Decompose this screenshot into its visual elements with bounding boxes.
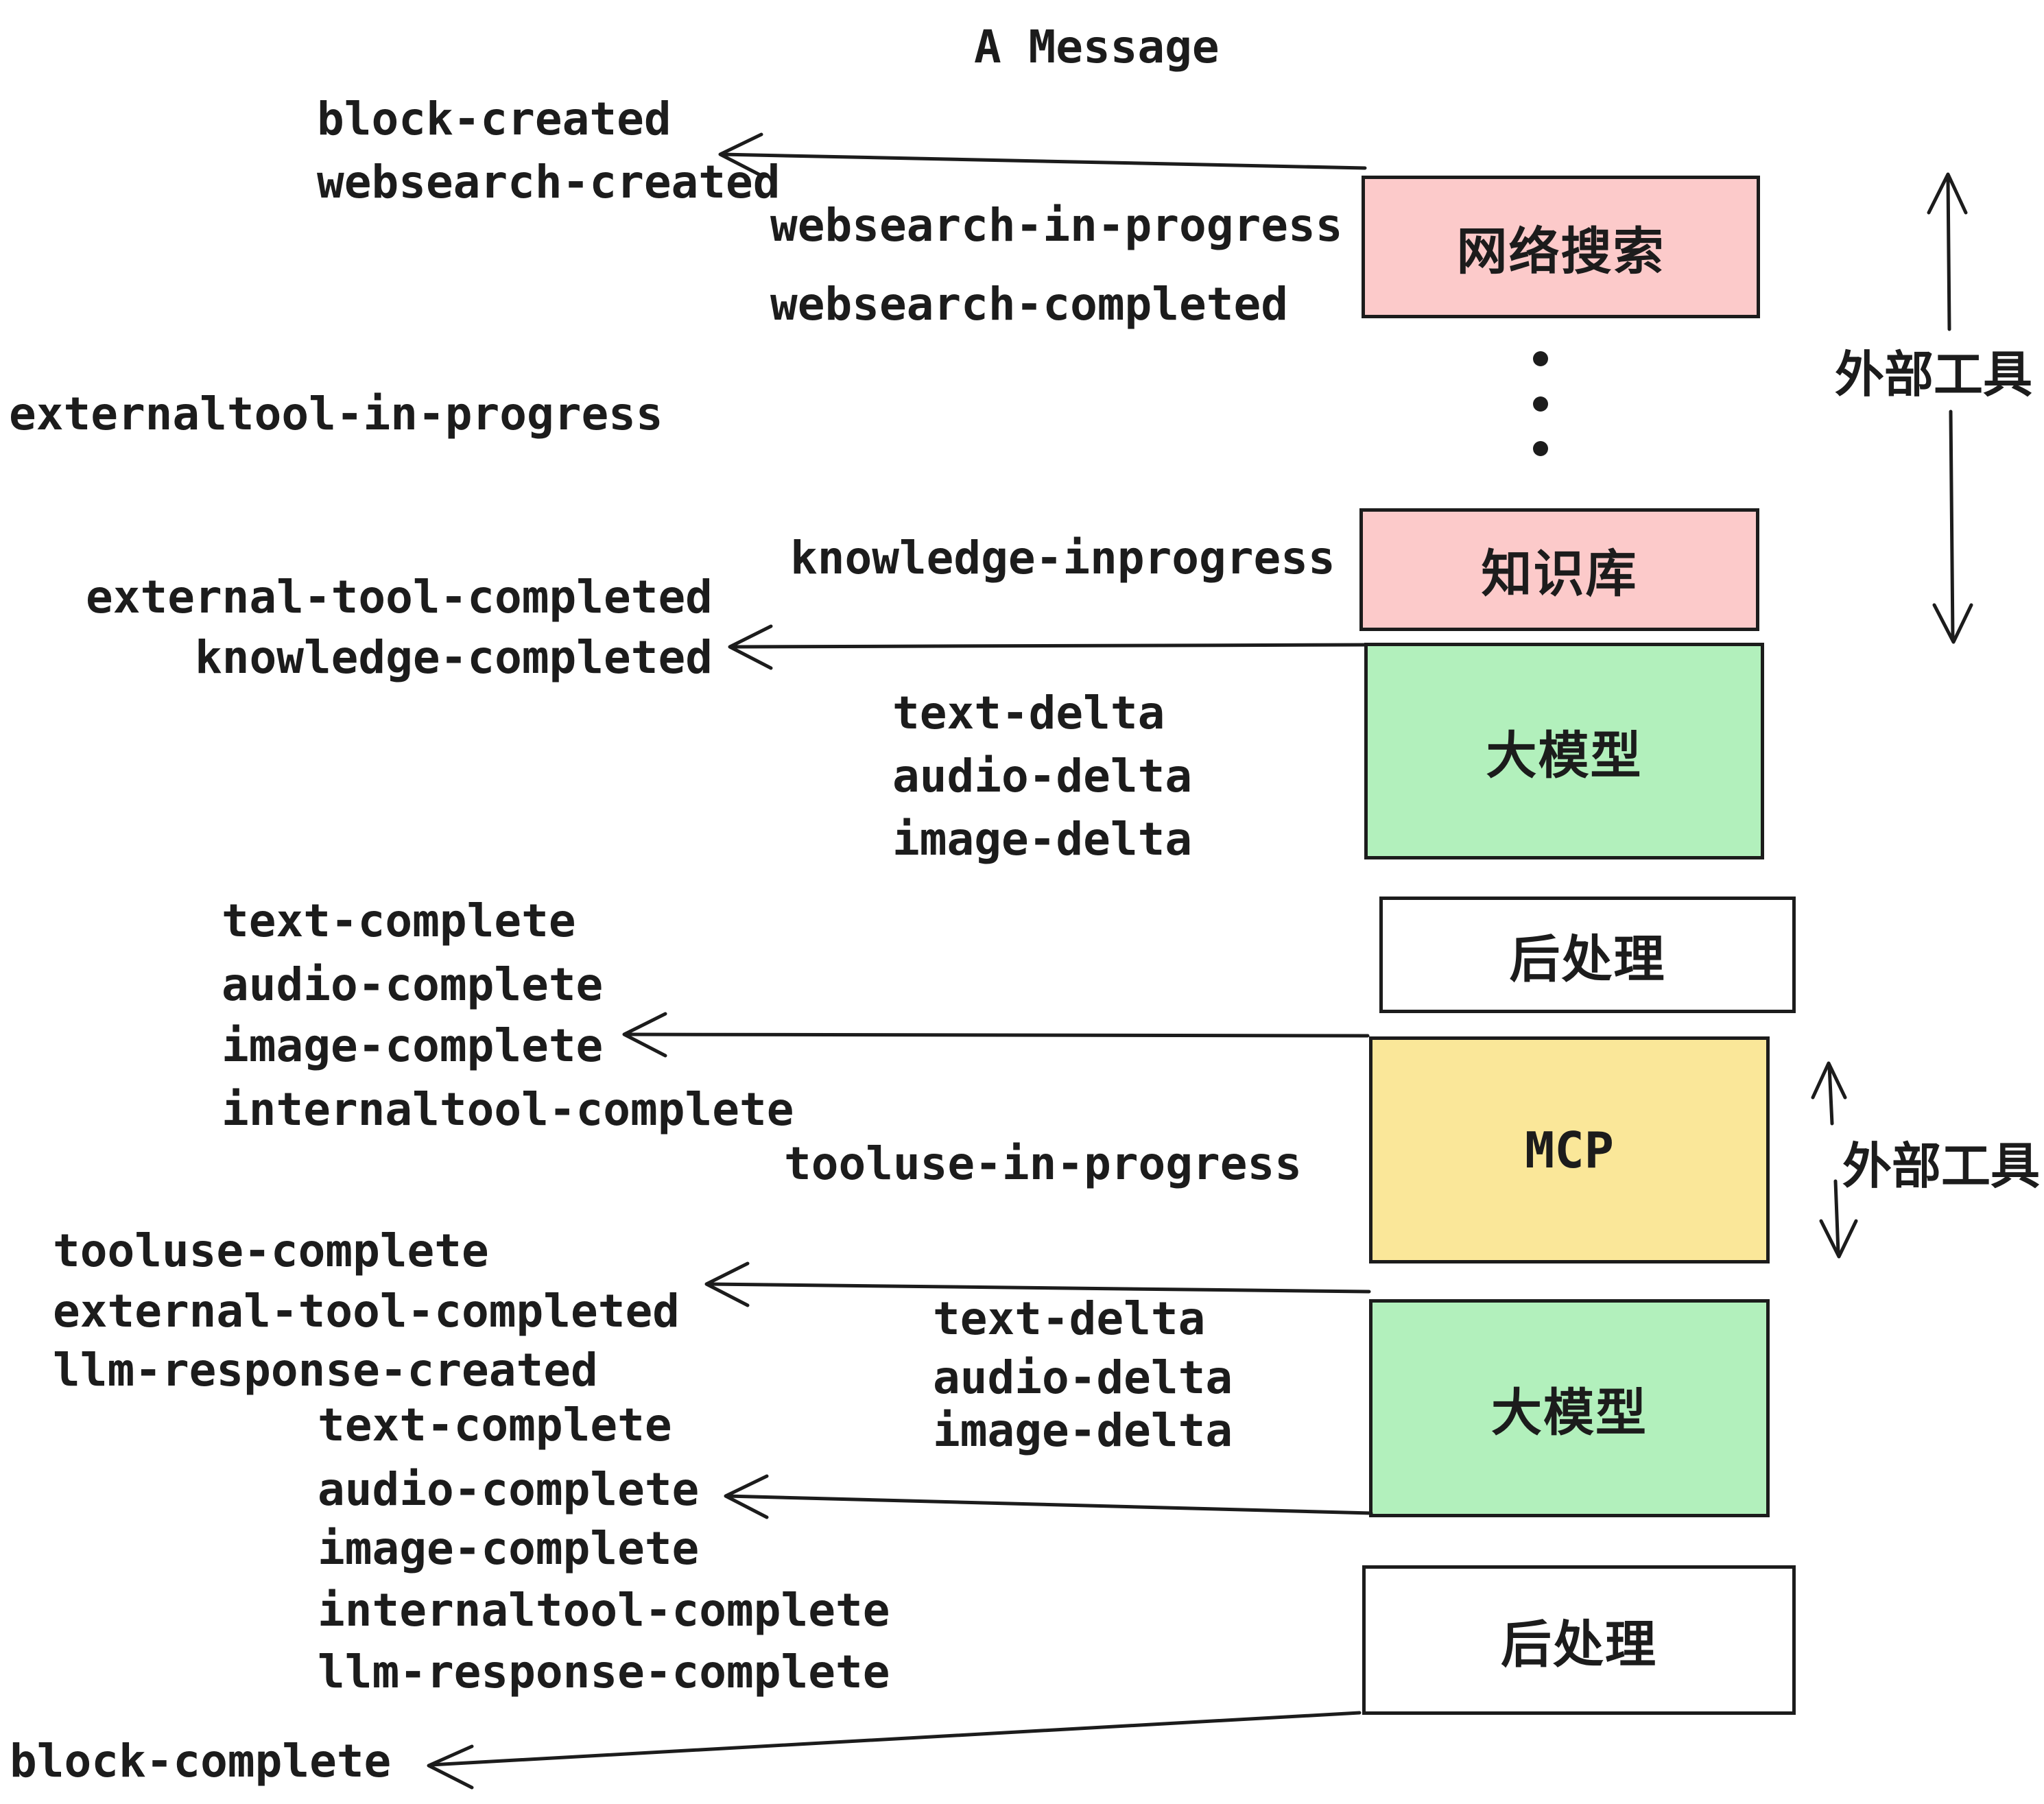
event-label-text-delta-2: text-delta [933,1292,1206,1345]
event-label-externaltool-in-progress: externaltool-in-progress [9,388,663,440]
event-label-image-delta: image-delta [892,813,1193,866]
event-label-image-complete-2: image-complete [318,1522,700,1575]
event-label-audio-delta: audio-delta [892,750,1193,803]
event-label-tooluse-in-progress: tooluse-in-progress [784,1137,1302,1190]
event-label-image-delta-2: image-delta [933,1404,1233,1457]
arrow-to-image-complete [622,1012,1370,1058]
arrow-to-audio-complete [724,1474,1373,1519]
event-label-block-complete: block-complete [10,1735,392,1788]
event-label-websearch-completed: websearch-completed [770,278,1288,331]
event-label-internaltool-complete-2: internaltool-complete [318,1584,890,1637]
event-label-external-tool-completed: external-tool-completed [86,571,713,624]
event-label-knowledge-completed: knowledge-completed [195,631,713,684]
box-postprocess-2: 后处理 [1362,1565,1796,1715]
external-tools-range-arrow-top [1927,172,1973,644]
box-llm-1: 大模型 [1364,643,1764,859]
arrow-to-websearch-created [718,132,1367,178]
event-label-text-delta: text-delta [892,687,1165,739]
arrow-to-knowledge-completed [728,624,1368,670]
side-label-external-tools-2: 外部工具 [1842,1137,2041,1195]
arrow-to-block-complete [427,1711,1362,1790]
ellipsis-dots [1533,351,1548,456]
event-label-block-created: block-created [317,93,672,145]
side-label-external-tools-1: 外部工具 [1835,346,2033,403]
event-label-llm-response-created: llm-response-created [53,1344,598,1397]
event-label-image-complete: image-complete [222,1019,604,1072]
box-knowledge-base: 知识库 [1359,508,1759,631]
box-postprocess-1: 后处理 [1379,897,1796,1013]
event-label-audio-complete: audio-complete [222,958,604,1011]
event-label-llm-response-complete: llm-response-complete [318,1646,890,1698]
event-label-audio-complete-2: audio-complete [318,1463,700,1516]
box-mcp: MCP [1369,1036,1770,1263]
event-label-knowledge-inprogress: knowledge-inprogress [790,532,1335,584]
event-label-websearch-created: websearch-created [317,156,781,209]
event-label-text-complete-2: text-complete [318,1399,672,1451]
event-label-tooluse-complete: tooluse-complete [53,1224,489,1277]
box-llm-2: 大模型 [1369,1299,1770,1517]
event-label-websearch-in-progress: websearch-in-progress [770,199,1343,252]
event-label-internaltool-complete: internaltool-complete [222,1083,794,1136]
event-label-external-tool-completed-2: external-tool-completed [53,1285,680,1338]
diagram-title: A Message [974,21,1220,73]
box-websearch: 网络搜索 [1362,176,1760,318]
event-label-audio-delta-2: audio-delta [933,1351,1233,1404]
event-label-text-complete: text-complete [222,894,576,947]
